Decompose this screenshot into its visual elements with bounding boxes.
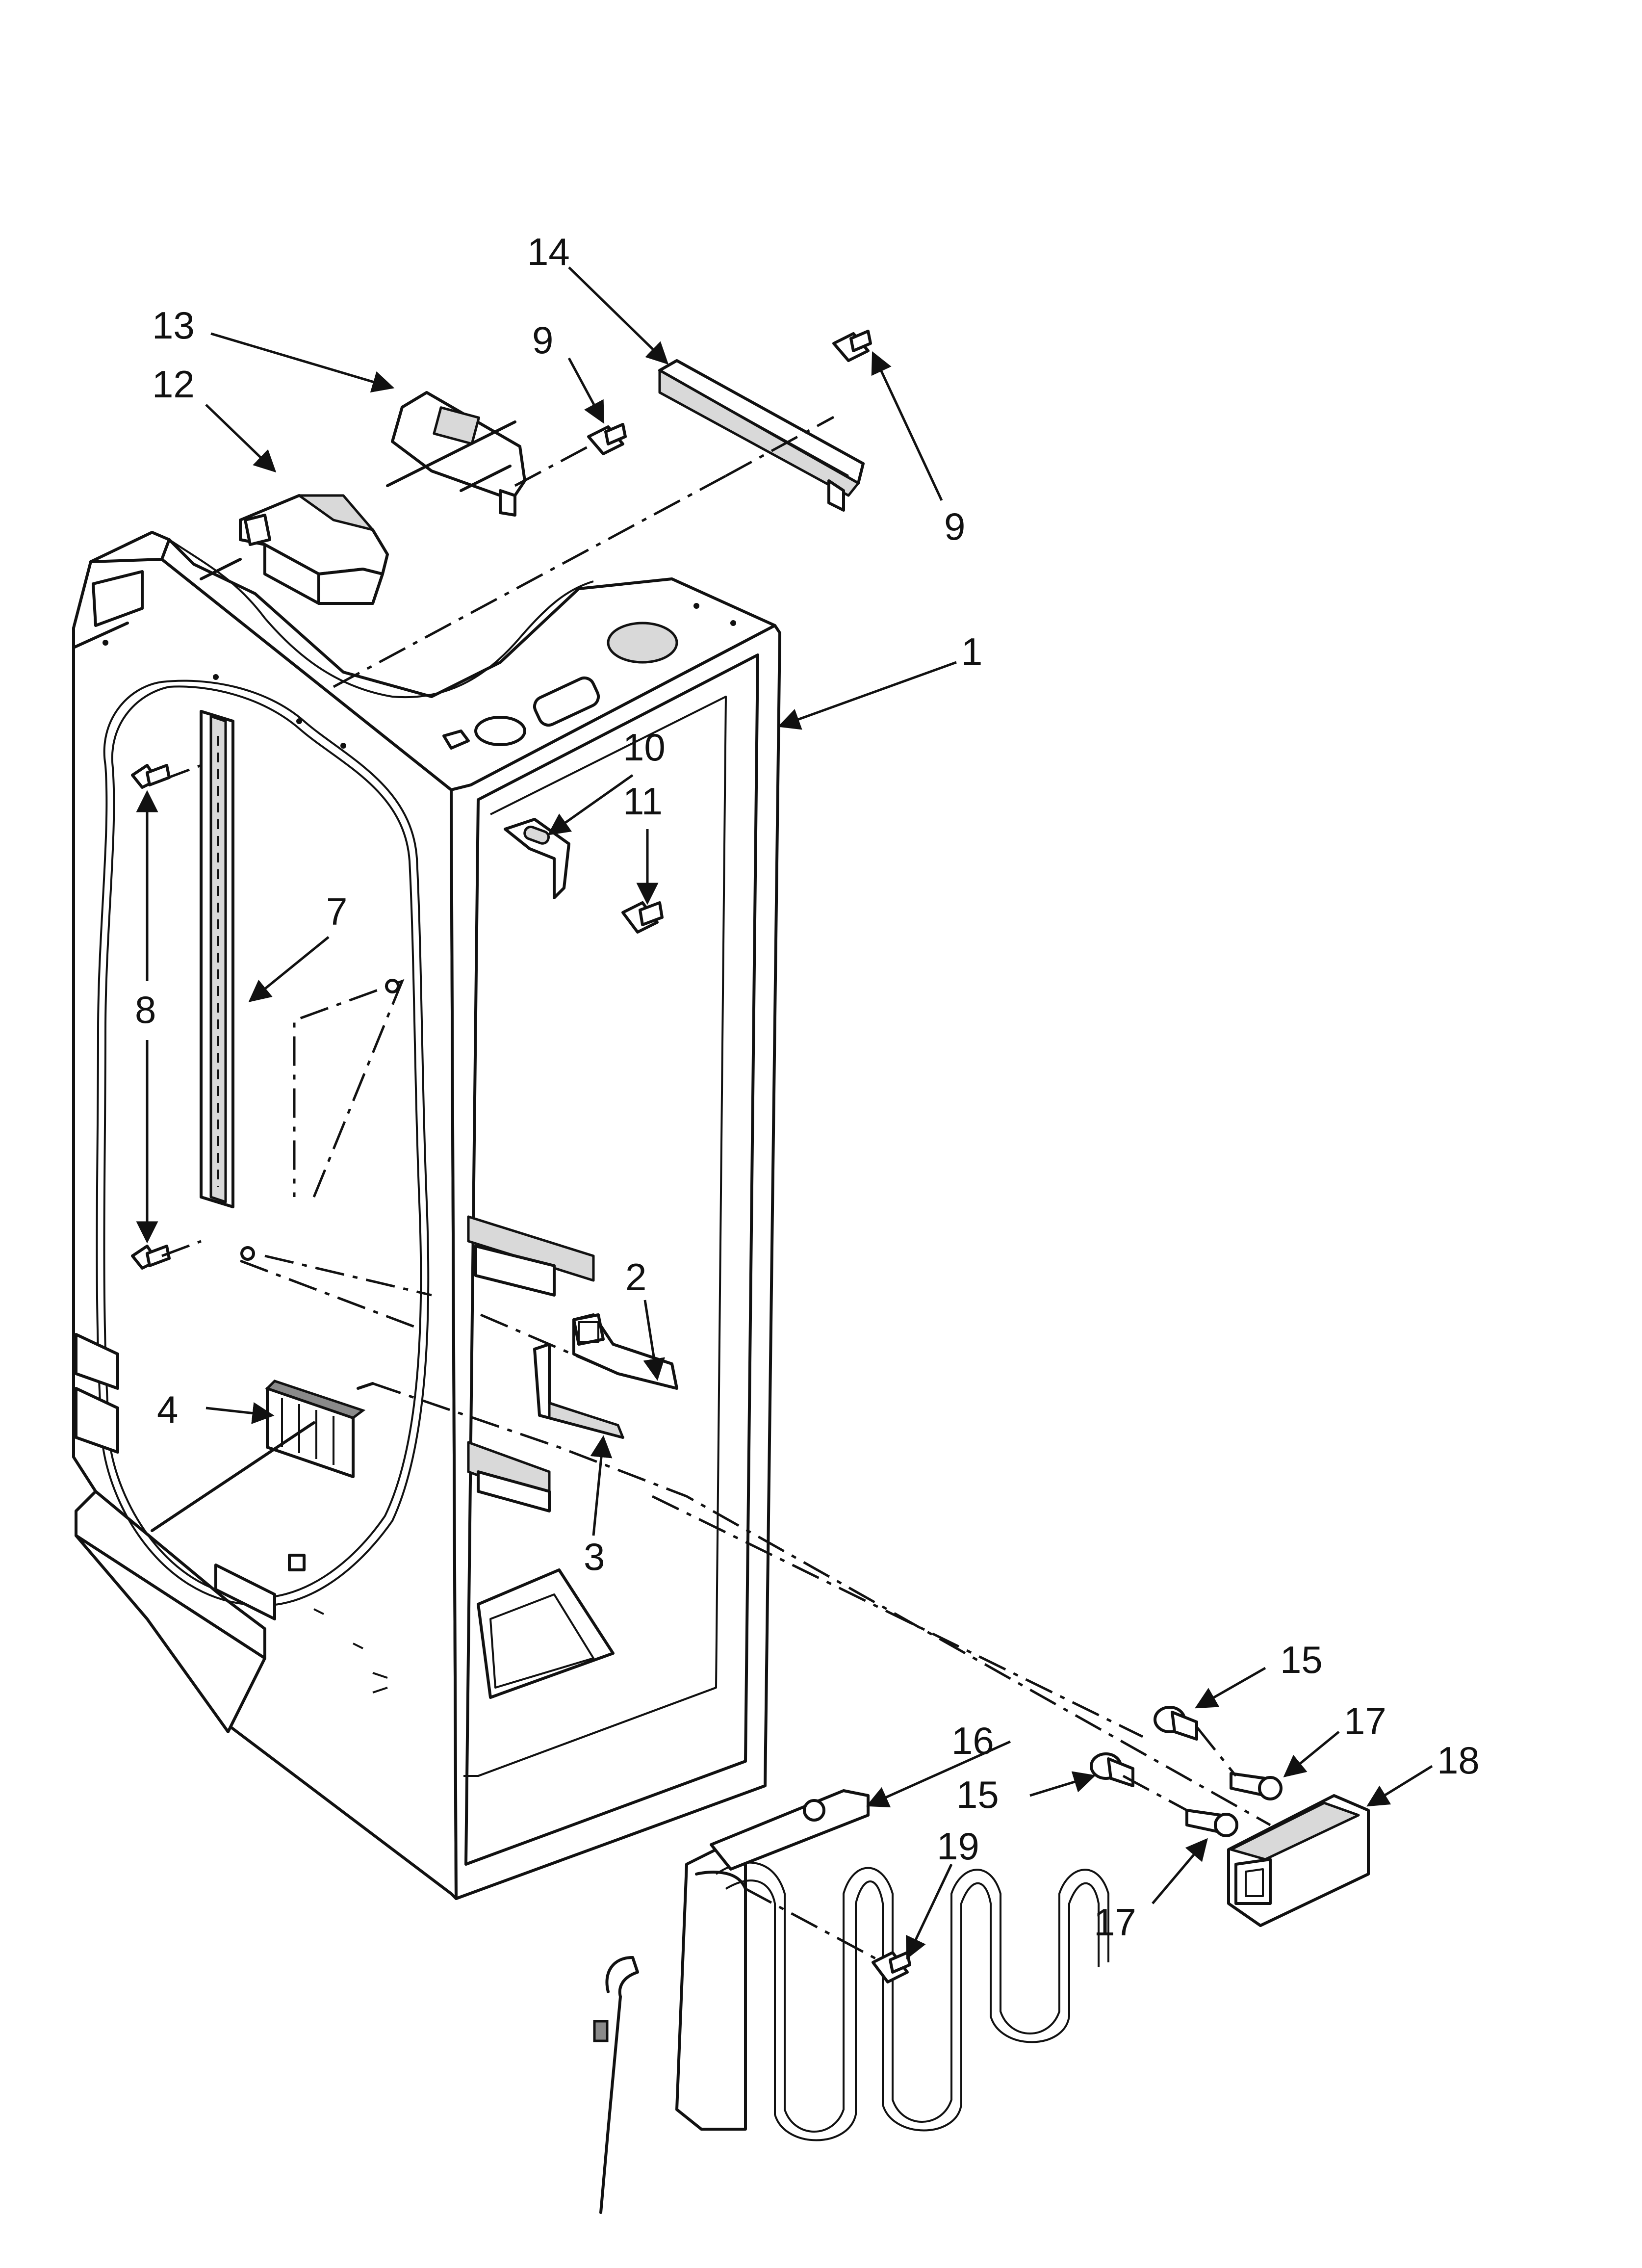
assembly-lines xyxy=(151,416,1271,1964)
callout-16: 16 xyxy=(951,1719,994,1762)
cabinet-liner xyxy=(72,531,781,1900)
pin-17-upper xyxy=(1230,1772,1283,1800)
bracket-10 xyxy=(504,818,570,899)
callout-8: 8 xyxy=(135,988,156,1031)
screw-19 xyxy=(872,1951,911,1983)
pin-17-lower xyxy=(1185,1809,1238,1837)
callout-2: 2 xyxy=(625,1255,646,1299)
callout-9-right: 9 xyxy=(944,505,965,548)
callout-7: 7 xyxy=(326,890,347,933)
callout-11: 11 xyxy=(623,780,663,823)
callout-labels: 1 2 3 4 7 8 9 9 10 11 12 13 14 15 15 16 … xyxy=(135,230,1480,1944)
screw-9-right xyxy=(832,330,872,362)
callout-13: 13 xyxy=(152,304,195,347)
grommet-15-upper xyxy=(1154,1706,1198,1741)
callout-15-lower: 15 xyxy=(956,1773,999,1816)
heater-coil xyxy=(593,1789,1109,2214)
callout-12: 12 xyxy=(152,363,195,406)
air-grille xyxy=(265,1380,366,1478)
vertical-rail xyxy=(200,710,234,1208)
callout-10: 10 xyxy=(623,726,666,769)
screw-9-left xyxy=(587,423,627,455)
callout-19: 19 xyxy=(937,1825,979,1868)
callout-4: 4 xyxy=(157,1388,178,1431)
callout-14: 14 xyxy=(527,230,570,273)
grommet-15-lower xyxy=(1090,1752,1134,1787)
drain-housing xyxy=(1227,1794,1370,1927)
callout-17-lower: 17 xyxy=(1094,1901,1136,1944)
callout-15-upper: 15 xyxy=(1280,1638,1323,1681)
leader-lines xyxy=(136,266,1433,1960)
callout-17-upper: 17 xyxy=(1344,1699,1386,1743)
top-channel xyxy=(658,359,865,512)
screw-11 xyxy=(621,901,664,934)
control-cover xyxy=(391,391,526,517)
control-housing xyxy=(239,494,389,605)
screw-bottom-left xyxy=(131,1245,171,1270)
callout-3: 3 xyxy=(584,1535,605,1578)
callout-1: 1 xyxy=(961,630,982,673)
callout-9-top: 9 xyxy=(532,318,553,362)
callout-18: 18 xyxy=(1437,1739,1480,1782)
